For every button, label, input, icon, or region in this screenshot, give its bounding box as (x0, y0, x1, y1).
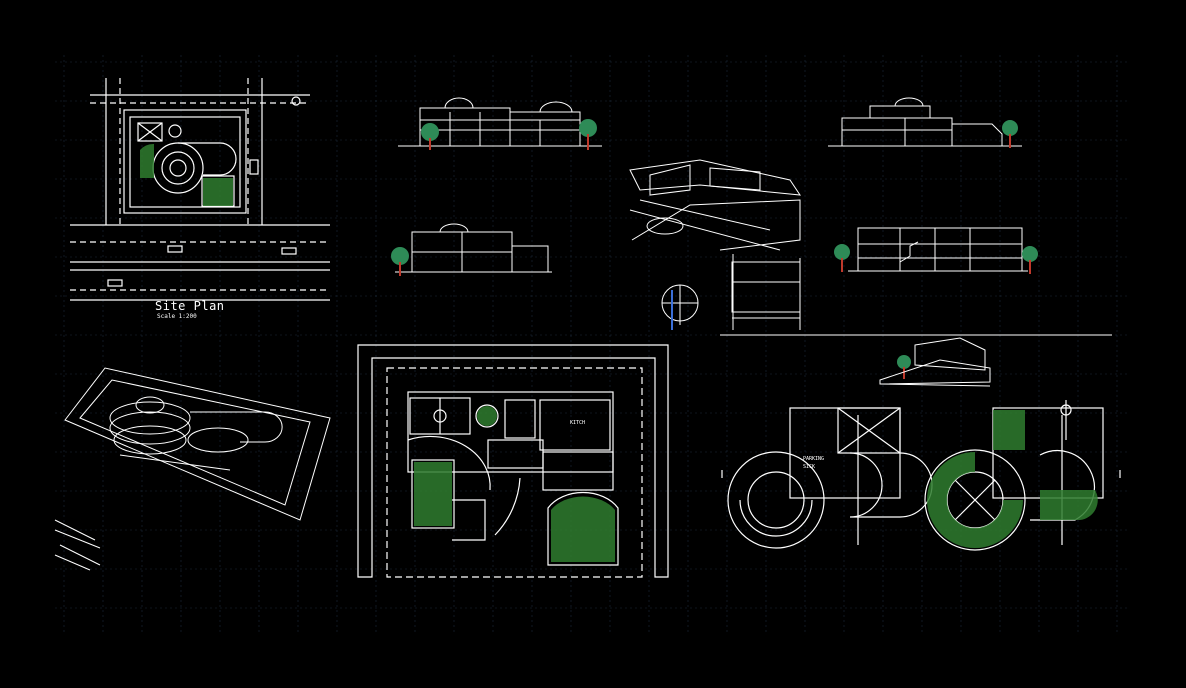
room-label-a: KITCH (570, 420, 586, 426)
site-plan-lawn-hatch (140, 143, 233, 206)
site-plan-title: Site Plan (155, 299, 225, 313)
tree-symbols (391, 119, 1038, 379)
ground-floor-site-plan (357, 344, 669, 578)
site-plan-drawing (70, 78, 330, 301)
small-perspective (879, 337, 991, 387)
room-label-b: PARKING (803, 456, 825, 462)
perspective-sketch (629, 159, 802, 251)
room-label-c: SICK (803, 464, 816, 470)
rear-elevation (828, 97, 1022, 147)
detail-section (661, 254, 1112, 336)
long-section (848, 227, 1028, 272)
first-floor-plan (721, 407, 933, 549)
ground-floor-lawn-hatch (414, 406, 615, 562)
floor-plan-hatch (927, 410, 1098, 548)
site-plan-scale: Scale 1:200 (157, 313, 197, 320)
axonometric-view (54, 367, 331, 571)
side-section (395, 223, 552, 273)
